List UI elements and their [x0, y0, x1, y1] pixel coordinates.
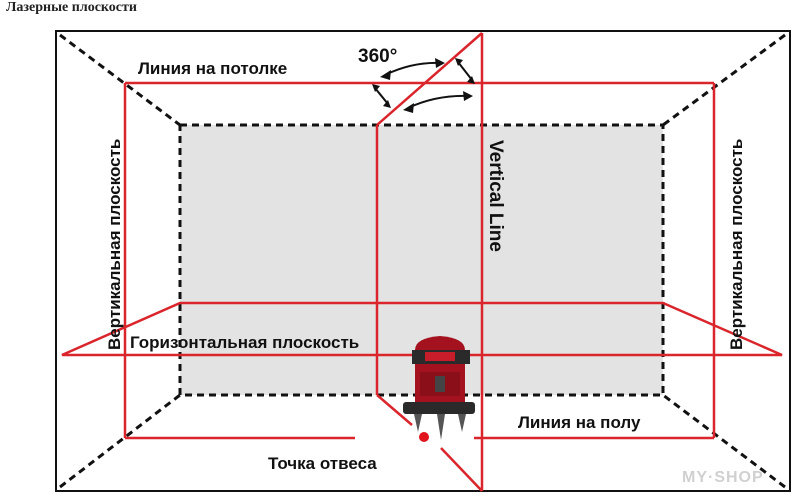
room-frame [55, 30, 791, 492]
vertical-line-label: Vertical Line [485, 140, 506, 252]
page-heading: Лазерные плоскости [6, 0, 137, 15]
laser-level-device [403, 336, 475, 440]
watermark: MY·SHOP [682, 469, 764, 486]
plumb-point-label: Точка отвеса [268, 454, 377, 473]
ceiling-line-label: Линия на потолке [138, 59, 287, 78]
arrow-heads-icon [372, 58, 475, 113]
rotation-label: 360° [358, 46, 397, 67]
vertical-plane-right-label: Вертикальная плоскость [727, 139, 746, 350]
vertical-plane-left-label: Вертикальная плоскость [105, 139, 124, 350]
laser-lines [61, 32, 783, 492]
perspective-edges [59, 33, 786, 489]
floor-line-label: Линия на полу [518, 413, 641, 432]
horizontal-plane-label: Горизонтальная плоскость [130, 333, 359, 352]
plumb-point-dot [419, 432, 429, 442]
